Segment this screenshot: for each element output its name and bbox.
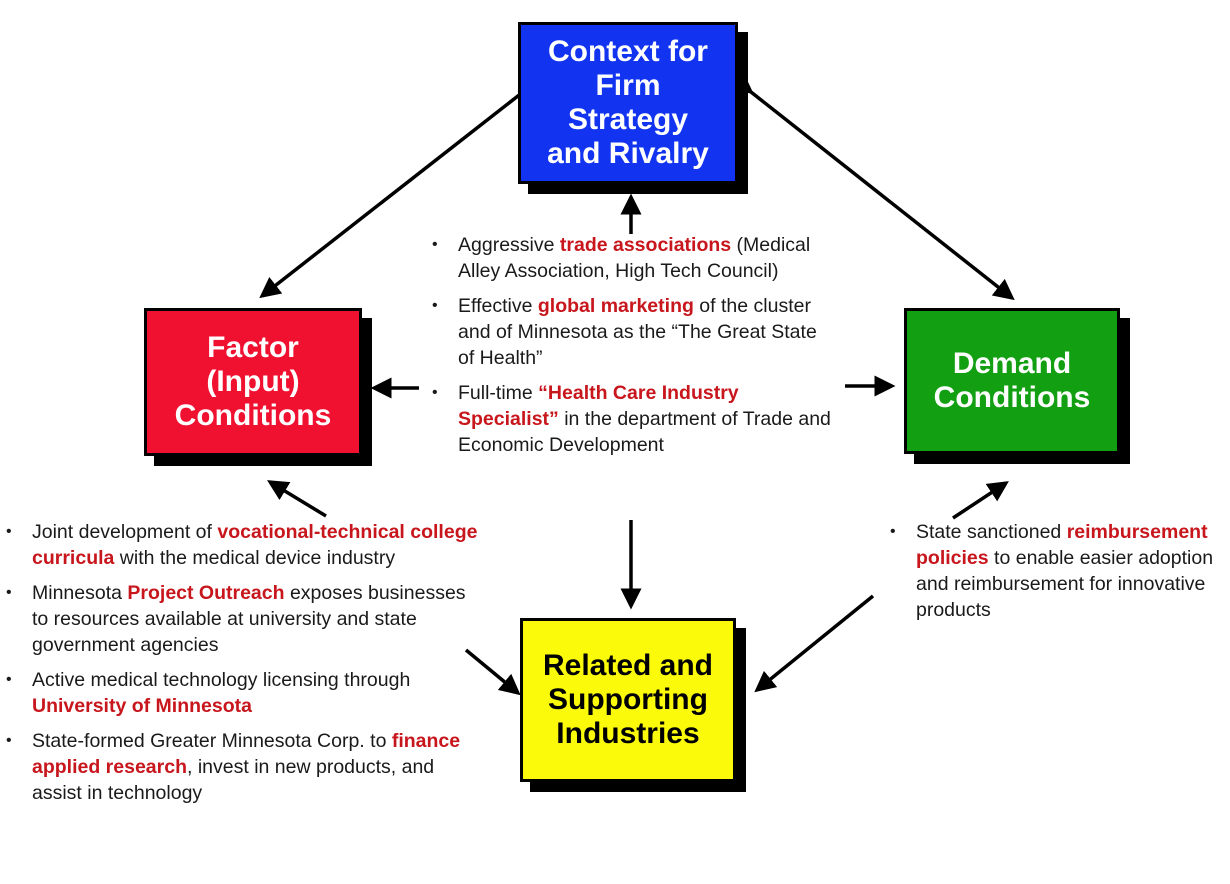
arrow-right-to-related (754, 594, 875, 693)
list-item: State-formed Greater Minnesota Corp. to … (2, 728, 482, 806)
bullet-text: exposes businesses to resources availabl… (32, 582, 466, 656)
right-bullet-list: State sanctioned reimbursement policies … (886, 519, 1226, 632)
bullet-text: Full-time (458, 382, 539, 404)
bullet-text: Minnesota (32, 582, 128, 604)
list-item: Aggressive trade associations (Medical A… (428, 232, 838, 284)
arrow-right-to-demand (952, 481, 1009, 520)
bullet-highlight: global marketing (537, 295, 694, 317)
related-box: Related and Supporting Industries (520, 618, 736, 782)
bullet-text: State-formed Greater Minnesota Corp. to (32, 730, 392, 752)
bullet-text: in the department of Trade and Economic … (458, 408, 831, 456)
demand-box-label: Demand Conditions (933, 347, 1091, 414)
bullet-text: Effective (458, 295, 538, 317)
bullet-highlight: vocational-technical college curricula (32, 521, 478, 569)
bullet-text: of the cluster and of Minnesota as the “… (458, 295, 817, 369)
arrow-context-factor (259, 72, 544, 299)
list-item: Joint development of vocational-technica… (2, 519, 482, 571)
bullet-text: (Medical Alley Association, High Tech Co… (458, 234, 811, 282)
arrow-context-demand (730, 72, 1015, 301)
list-item: State sanctioned reimbursement policies … (886, 519, 1226, 623)
factor-box: Factor (Input) Conditions (144, 308, 362, 456)
bullet-highlight: reimbursement policies (916, 521, 1208, 569)
factor-box-label: Factor (Input) Conditions (174, 331, 332, 432)
list-item: Active medical technology licensing thro… (2, 667, 482, 719)
center-bullet-list: Aggressive trade associations (Medical A… (428, 232, 838, 467)
context-box: Context for Firm Strategy and Rivalry (518, 22, 738, 184)
bullet-text: , invest in new products, and assist in … (32, 756, 435, 804)
list-item: Full-time “Health Care Industry Speciali… (428, 380, 838, 458)
demand-box: Demand Conditions (904, 308, 1120, 454)
list-item: Minnesota Project Outreach exposes busin… (2, 580, 482, 658)
arrow-left-to-factor (267, 480, 327, 518)
bullet-highlight: finance applied research (32, 730, 461, 778)
bullet-text: to enable easier adoption and reimbursem… (916, 547, 1214, 621)
bullet-text: State sanctioned (916, 521, 1067, 543)
bullet-highlight: Project Outreach (127, 582, 285, 604)
list-item: Effective global marketing of the cluste… (428, 293, 838, 371)
bullet-text: Aggressive (458, 234, 560, 256)
related-box-label: Related and Supporting Industries (542, 649, 714, 750)
bullet-text: Active medical technology licensing thro… (32, 669, 411, 691)
context-box-label: Context for Firm Strategy and Rivalry (547, 35, 709, 170)
bullet-text: with the medical device industry (114, 547, 396, 569)
bullet-highlight: trade associations (559, 234, 732, 256)
bullet-highlight: “Health Care Industry Specialist” (458, 382, 739, 430)
bullet-text: Joint development of (32, 521, 218, 543)
bullet-highlight: University of Minnesota (32, 695, 252, 717)
left-bullet-list: Joint development of vocational-technica… (2, 519, 482, 815)
